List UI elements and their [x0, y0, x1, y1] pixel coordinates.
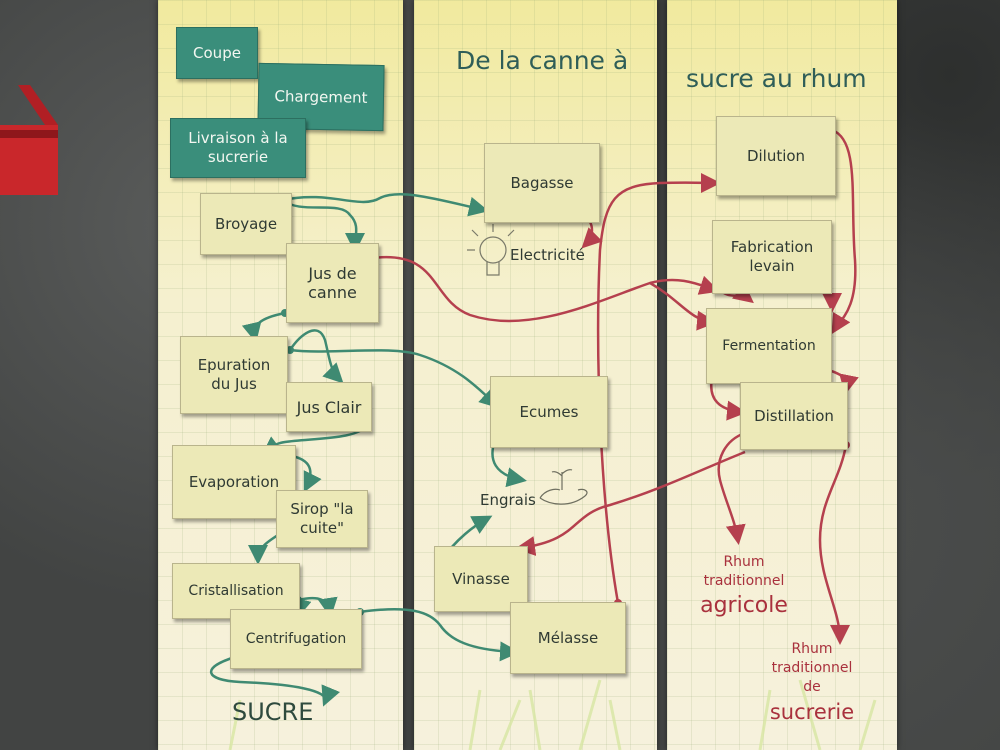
step-ecumes: Ecumes: [490, 376, 608, 448]
step-centrifugation: Centrifugation: [230, 609, 362, 669]
red-wall-bracket: [0, 85, 58, 195]
step-livraison: Livraison à la sucrerie: [170, 118, 306, 178]
step-fabrication-levain: Fabrication levain: [712, 220, 832, 294]
sucrerie-line-3: de: [803, 679, 821, 695]
step-coupe: Coupe: [176, 27, 258, 79]
agricole-line-3: agricole: [700, 593, 788, 618]
step-jus-clair: Jus Clair: [286, 382, 372, 432]
step-fermentation: Fermentation: [706, 308, 832, 384]
product-rhum-agricole: Rhum traditionnel agricole: [698, 553, 790, 621]
step-vinasse: Vinasse: [434, 546, 528, 612]
step-melasse: Mélasse: [510, 602, 626, 674]
sucrerie-line-1: Rhum: [791, 641, 833, 657]
step-broyage: Broyage: [200, 193, 292, 255]
product-electricite: Electricité: [510, 246, 585, 264]
title-part-2: sucre au rhum: [686, 64, 867, 93]
step-bagasse: Bagasse: [484, 143, 600, 223]
step-distillation: Distillation: [740, 382, 848, 450]
product-sucre: SUCRE: [232, 698, 314, 726]
sucrerie-line-2: traditionnel: [771, 660, 853, 676]
title-part-1: De la canne à: [456, 46, 629, 75]
step-jus-de-canne: Jus de canne: [286, 243, 379, 323]
step-evaporation: Evaporation: [172, 445, 296, 519]
step-sirop: Sirop "la cuite": [276, 490, 368, 548]
product-rhum-sucrerie: Rhum traditionnel de sucrerie: [756, 640, 868, 727]
product-engrais: Engrais: [480, 491, 536, 509]
sucrerie-line-4: sucrerie: [769, 700, 855, 724]
agricole-line-1: Rhum: [723, 554, 765, 570]
step-dilution: Dilution: [716, 116, 836, 196]
agricole-line-2: traditionnel: [703, 573, 785, 589]
step-epuration: Epuration du Jus: [180, 336, 288, 414]
